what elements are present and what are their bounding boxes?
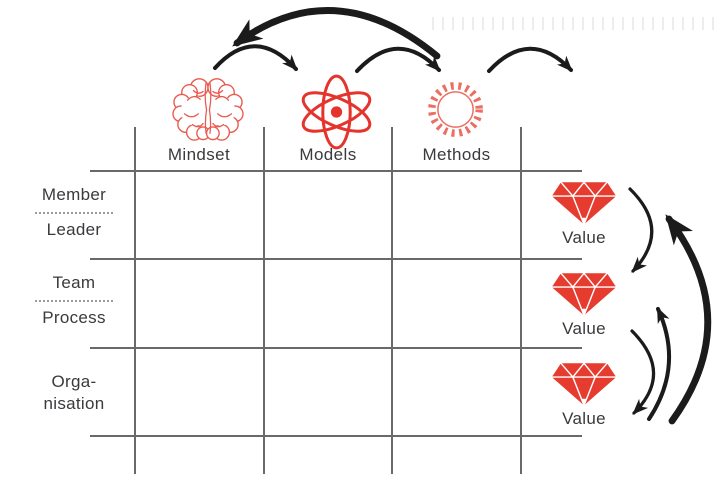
atom-icon bbox=[294, 74, 379, 150]
row-label-leader: Leader bbox=[46, 220, 102, 239]
arrow-methods-onward bbox=[487, 46, 573, 73]
row-label-member: Member bbox=[41, 185, 107, 204]
column-header-mindset: Mindset bbox=[167, 145, 231, 164]
arrow-mindset-to-models bbox=[213, 44, 298, 71]
row-label-member-leader: Member Leader bbox=[18, 185, 130, 240]
value-label: Value bbox=[562, 319, 606, 338]
arrow-up-to-value1 bbox=[665, 214, 712, 425]
row-label-process: Process bbox=[42, 308, 106, 327]
grid-line-vertical bbox=[263, 127, 265, 474]
value-item: Value bbox=[548, 179, 620, 248]
row-label-nisation: nisation bbox=[43, 394, 105, 413]
value-item: Value bbox=[548, 270, 620, 339]
diamond-icon bbox=[551, 181, 617, 225]
arrow-value2-to-value3 bbox=[630, 329, 656, 415]
dotted-divider bbox=[35, 300, 113, 302]
grid-line-vertical bbox=[520, 127, 522, 474]
grid-line-horizontal bbox=[90, 258, 582, 260]
row-label-organisation: Orga- nisation bbox=[18, 372, 130, 414]
arrow-value1-to-value2 bbox=[628, 187, 654, 273]
gear-icon bbox=[421, 77, 490, 142]
row-label-team: Team bbox=[52, 273, 96, 292]
arrow-up-to-value2 bbox=[647, 306, 672, 421]
arrow-methods-back-to-mindset bbox=[232, 7, 441, 60]
grid-line-vertical bbox=[391, 127, 393, 474]
grid-line-horizontal bbox=[90, 347, 582, 349]
row-label-orga: Orga- bbox=[51, 372, 97, 391]
value-label: Value bbox=[562, 228, 606, 247]
dashed-texture bbox=[432, 17, 716, 30]
diamond-icon bbox=[551, 272, 617, 316]
value-label: Value bbox=[562, 409, 606, 428]
arrow-models-to-methods bbox=[355, 46, 441, 73]
value-item: Value bbox=[548, 360, 620, 429]
column-header-models: Models bbox=[299, 145, 357, 164]
brain-icon bbox=[169, 73, 247, 143]
column-header-methods: Methods bbox=[422, 145, 491, 164]
dotted-divider bbox=[35, 212, 113, 214]
grid-line-horizontal bbox=[90, 435, 582, 437]
diamond-icon bbox=[551, 362, 617, 406]
row-label-team-process: Team Process bbox=[18, 273, 130, 328]
grid-line-horizontal bbox=[90, 170, 582, 172]
grid-line-vertical bbox=[134, 127, 136, 474]
